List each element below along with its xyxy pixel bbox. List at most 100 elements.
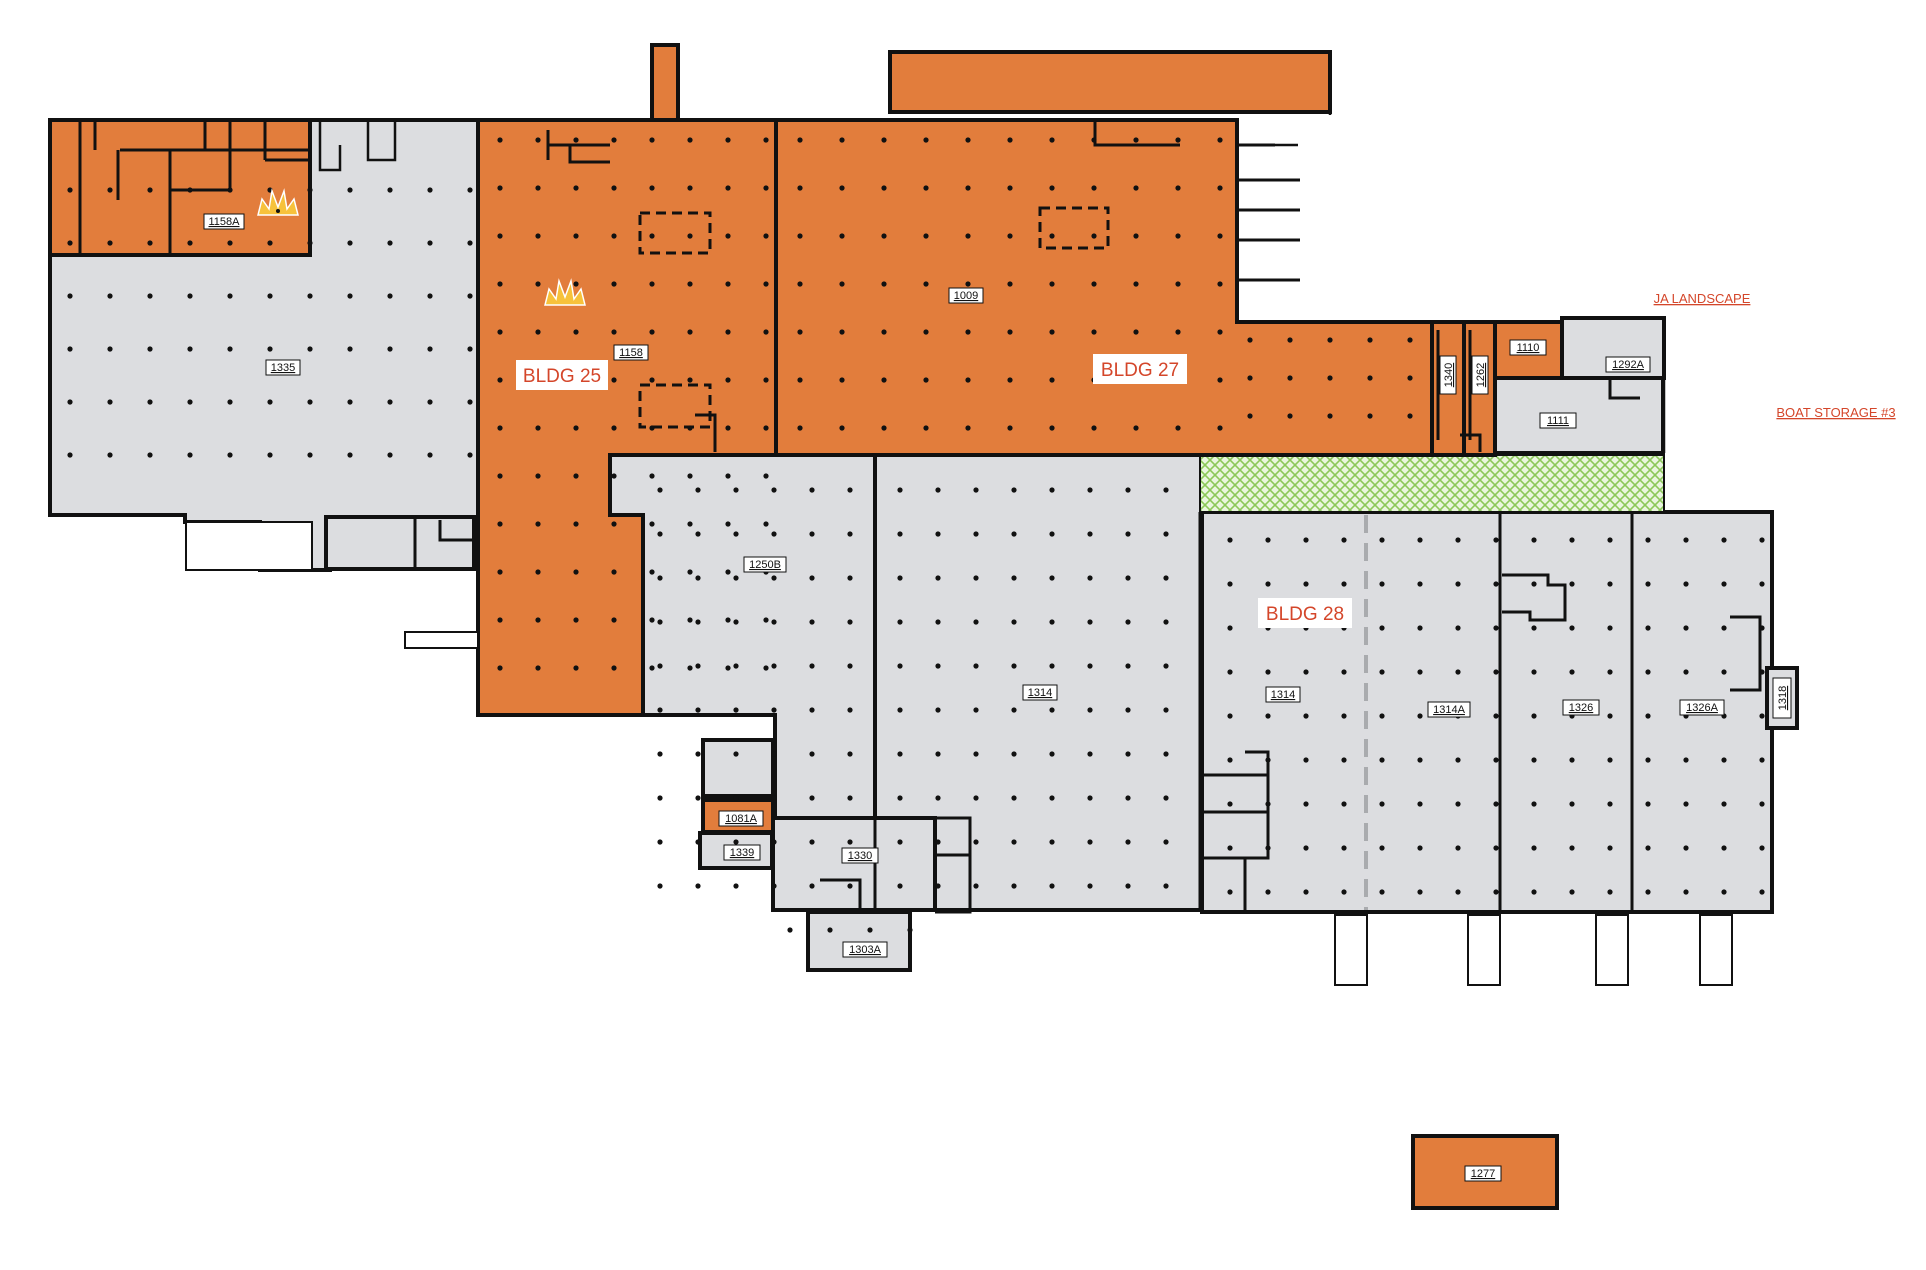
column-dot <box>1569 669 1575 675</box>
column-dot <box>657 487 663 493</box>
unit-label-1111[interactable]: 1111 <box>1539 412 1577 429</box>
landscape-zone <box>1199 454 1665 513</box>
column-dot <box>535 233 541 239</box>
column-dot <box>763 425 769 431</box>
column-dot <box>923 377 929 383</box>
column-dot <box>1163 531 1169 537</box>
column-dot <box>657 619 663 625</box>
column-dot <box>923 281 929 287</box>
column-dot <box>1417 625 1423 631</box>
column-dot <box>1087 751 1093 757</box>
column-dot <box>1531 845 1537 851</box>
column-dot <box>1759 757 1765 763</box>
column-dot <box>611 281 617 287</box>
column-dot <box>1379 801 1385 807</box>
column-dot <box>1407 337 1413 343</box>
column-dot <box>657 751 663 757</box>
top-strip-area[interactable] <box>888 50 1332 114</box>
column-dot <box>573 569 579 575</box>
column-dot <box>923 425 929 431</box>
column-dot <box>687 377 693 383</box>
unit-label-1303A[interactable]: 1303A <box>842 941 888 958</box>
unit-label-1314A[interactable]: 1314A <box>1427 701 1471 718</box>
unit-label-1009[interactable]: 1009 <box>948 287 984 304</box>
unit-1158A-area[interactable] <box>48 118 312 257</box>
bldg28-label[interactable]: BLDG 28 <box>1258 598 1352 628</box>
column-dot <box>1227 801 1233 807</box>
column-dot <box>839 281 845 287</box>
column-dot <box>733 883 739 889</box>
column-dot <box>1049 531 1055 537</box>
column-dot <box>733 575 739 581</box>
column-dot <box>973 531 979 537</box>
unit-label-1318[interactable]: 1318 <box>1772 677 1792 719</box>
unit-label-1335[interactable]: 1335 <box>265 359 301 376</box>
unit-label-1330[interactable]: 1330 <box>841 847 879 864</box>
unit-label-1277[interactable]: 1277 <box>1464 1165 1502 1182</box>
unit-label-1314-b[interactable]: 1314 <box>1265 686 1301 703</box>
column-dot <box>725 425 731 431</box>
unit-label-1158[interactable]: 1158 <box>613 344 649 361</box>
column-dot <box>1087 883 1093 889</box>
column-dot <box>1341 845 1347 851</box>
column-dot <box>1455 801 1461 807</box>
column-dot <box>935 839 941 845</box>
column-dot <box>535 569 541 575</box>
unit-label-1314-a[interactable]: 1314 <box>1022 684 1058 701</box>
column-dot <box>1417 713 1423 719</box>
column-dot <box>573 329 579 335</box>
chimney-area[interactable] <box>650 43 680 122</box>
svg-text:1158: 1158 <box>619 347 643 359</box>
column-dot <box>1007 377 1013 383</box>
column-dot <box>1417 757 1423 763</box>
column-dot <box>695 575 701 581</box>
bldg25-label[interactable]: BLDG 25 <box>516 360 608 390</box>
column-dot <box>1287 375 1293 381</box>
column-dot <box>687 185 693 191</box>
column-dot <box>147 187 153 193</box>
column-dot <box>763 281 769 287</box>
column-dot <box>657 839 663 845</box>
column-dot <box>965 377 971 383</box>
bldg27-area[interactable] <box>774 118 1434 457</box>
column-dot <box>611 569 617 575</box>
column-dot <box>307 452 313 458</box>
bldg27-label[interactable]: BLDG 27 <box>1093 354 1187 384</box>
column-dot <box>1531 713 1537 719</box>
svg-text:BLDG 28: BLDG 28 <box>1266 604 1344 625</box>
unit-1111-area[interactable] <box>1493 376 1665 455</box>
unit-1303A-area[interactable] <box>806 910 912 972</box>
column-dot <box>649 281 655 287</box>
column-dot <box>67 452 73 458</box>
boat-storage-label[interactable]: BOAT STORAGE #3 <box>1776 405 1895 420</box>
column-dot <box>1645 537 1651 543</box>
unit-small-area[interactable] <box>701 738 775 798</box>
ja-landscape-label[interactable]: JA LANDSCAPE <box>1654 291 1751 306</box>
unit-label-1158A[interactable]: 1158A <box>203 213 245 230</box>
column-dot <box>535 329 541 335</box>
unit-label-1326[interactable]: 1326 <box>1562 699 1600 716</box>
column-dot <box>1087 839 1093 845</box>
gray-areas <box>48 118 1799 972</box>
column-dot <box>687 617 693 623</box>
column-dot <box>1049 663 1055 669</box>
column-dot <box>1175 425 1181 431</box>
unit-label-1081A[interactable]: 1081A <box>718 810 764 827</box>
column-dot <box>763 473 769 479</box>
unit-label-1292A[interactable]: 1292A <box>1605 356 1651 373</box>
flame-icon <box>257 188 299 216</box>
unit-label-1339[interactable]: 1339 <box>723 844 761 861</box>
column-dot <box>687 665 693 671</box>
unit-label-1340[interactable]: 1340 <box>1439 355 1457 395</box>
column-dot <box>1531 757 1537 763</box>
unit-1335-annex[interactable] <box>324 515 476 571</box>
column-dot <box>1607 581 1613 587</box>
column-dot <box>535 665 541 671</box>
unit-label-1326A[interactable]: 1326A <box>1679 699 1725 716</box>
column-dot <box>427 346 433 352</box>
unit-label-1262[interactable]: 1262 <box>1471 355 1489 395</box>
unit-label-1250B[interactable]: 1250B <box>743 556 787 573</box>
unit-label-1110[interactable]: 1110 <box>1509 339 1547 356</box>
unit-1330-area[interactable] <box>771 816 937 912</box>
column-dot <box>1007 233 1013 239</box>
